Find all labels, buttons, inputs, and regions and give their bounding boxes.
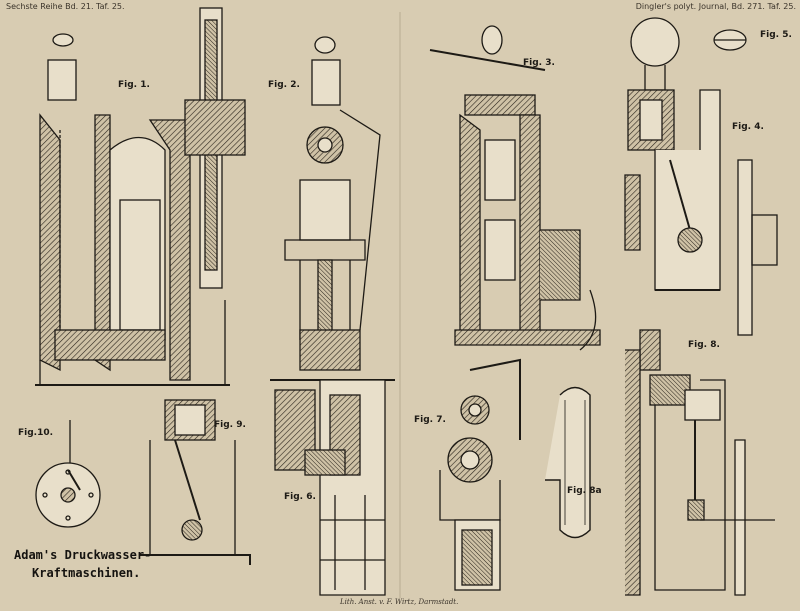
plate-title-line1: Adam's Druckwasser- (14, 548, 152, 562)
header-right: Dingler's polyt. Journal, Bd. 271. Taf. … (635, 2, 796, 11)
fig9-label: Fig. 9. (214, 420, 246, 430)
fig6-drawing (274, 379, 386, 596)
fig5-drawing (713, 29, 747, 51)
header-left: Sechste Reihe Bd. 21. Taf. 25. (6, 2, 125, 11)
fig4-drawing (624, 17, 778, 336)
fig1-drawing (35, 7, 246, 386)
fig9-drawing (140, 399, 251, 565)
fig8-label: Fig. 8. (688, 340, 720, 350)
fig7-drawing (439, 358, 521, 591)
fig10-drawing (35, 420, 101, 528)
fig6-label: Fig. 6. (284, 492, 316, 502)
fig1-label: Fig. 1. (118, 80, 150, 90)
fig2-label: Fig. 2. (268, 80, 300, 90)
fig5-label: Fig. 5. (760, 30, 792, 40)
lithographer-credit: Lith. Anst. v. F. Wirtz, Darmstadt. (340, 598, 459, 606)
fig10-label: Fig.10. (18, 428, 54, 438)
fig3-label: Fig. 3. (523, 58, 555, 68)
fig8a-label: Fig. 8a (567, 486, 602, 496)
fig7-label: Fig. 7. (414, 415, 446, 425)
fig2-drawing (270, 36, 395, 381)
plate-title-line2: Kraftmaschinen. (32, 566, 141, 580)
fig4-label: Fig. 4. (732, 122, 764, 132)
fig8-drawing (625, 329, 775, 596)
fig3-drawing (429, 25, 601, 351)
fig8a-drawing (545, 386, 591, 539)
